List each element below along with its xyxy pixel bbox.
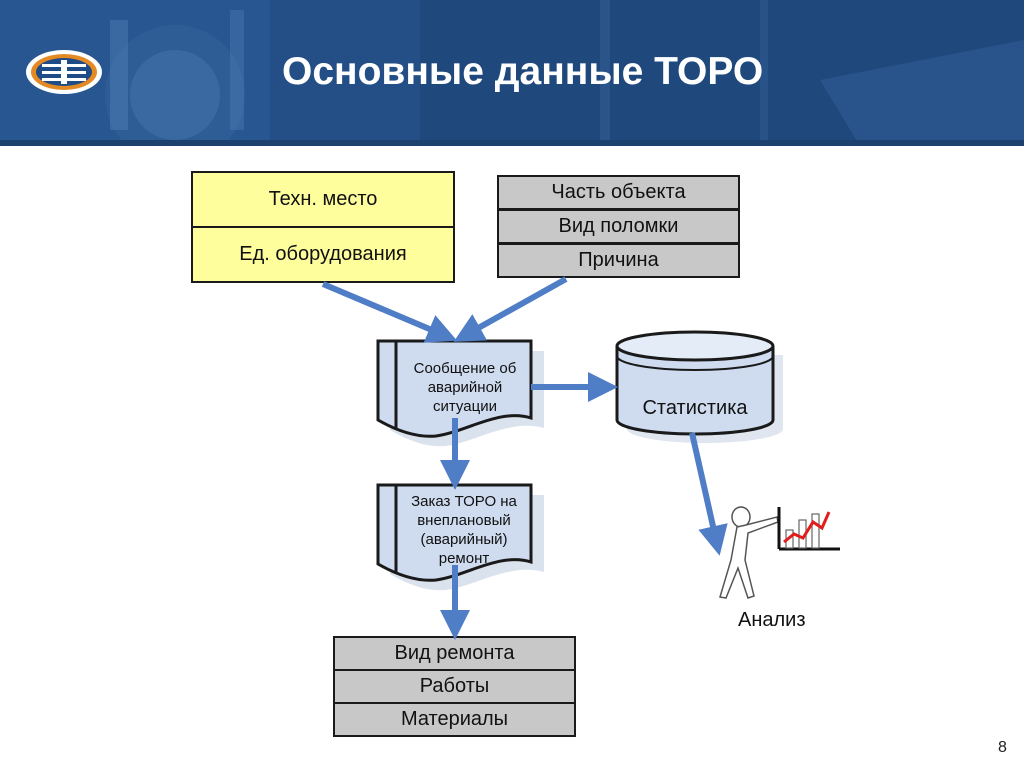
- tech-place-box: Техн. место: [191, 171, 455, 228]
- emergency-message-line-2: аварийной: [427, 379, 503, 396]
- statistics-label: Статистика: [642, 397, 748, 419]
- analysis-label: Анализ: [738, 609, 806, 631]
- slide-title: Основные данные ТОРО: [282, 50, 764, 93]
- company-logo: [26, 50, 102, 94]
- arrow-statistics-to-analysis: [689, 432, 728, 556]
- page-number: 8: [998, 739, 1007, 756]
- analyst-figure-icon: [719, 506, 779, 599]
- statistics-database: [615, 330, 783, 443]
- repair-order-line-1: Заказ ТОРО на: [411, 493, 517, 510]
- emergency-message-label: Сообщение об аварийной ситуации: [400, 359, 530, 416]
- slide-header: Основные данные ТОРО: [0, 0, 1024, 146]
- emergency-message-line-3: ситуации: [433, 398, 497, 415]
- materials-box: Материалы: [333, 702, 576, 737]
- arrow-cause-to-message: [453, 276, 568, 342]
- repair-order-line-4: ремонт: [438, 550, 490, 567]
- repair-order-document: [376, 483, 544, 591]
- arrow-tech-to-message: [321, 281, 458, 343]
- object-part-box: Часть объекта: [497, 175, 740, 210]
- repair-order-line-2: внеплановый: [417, 512, 511, 529]
- header-band: [0, 140, 1024, 146]
- repair-order-label: Заказ ТОРО на внеплановый (аварийный) ре…: [398, 492, 530, 568]
- equipment-unit-box: Ед. оборудования: [191, 226, 455, 283]
- flow-arrows: [321, 276, 728, 640]
- header-background-art: [0, 0, 1024, 146]
- emergency-message-line-1: Сообщение об: [413, 360, 517, 377]
- cause-box: Причина: [497, 243, 740, 278]
- repair-order-line-3: (аварийный): [420, 531, 508, 548]
- bar-chart-icon: [777, 507, 840, 551]
- emergency-message-document: [376, 339, 544, 447]
